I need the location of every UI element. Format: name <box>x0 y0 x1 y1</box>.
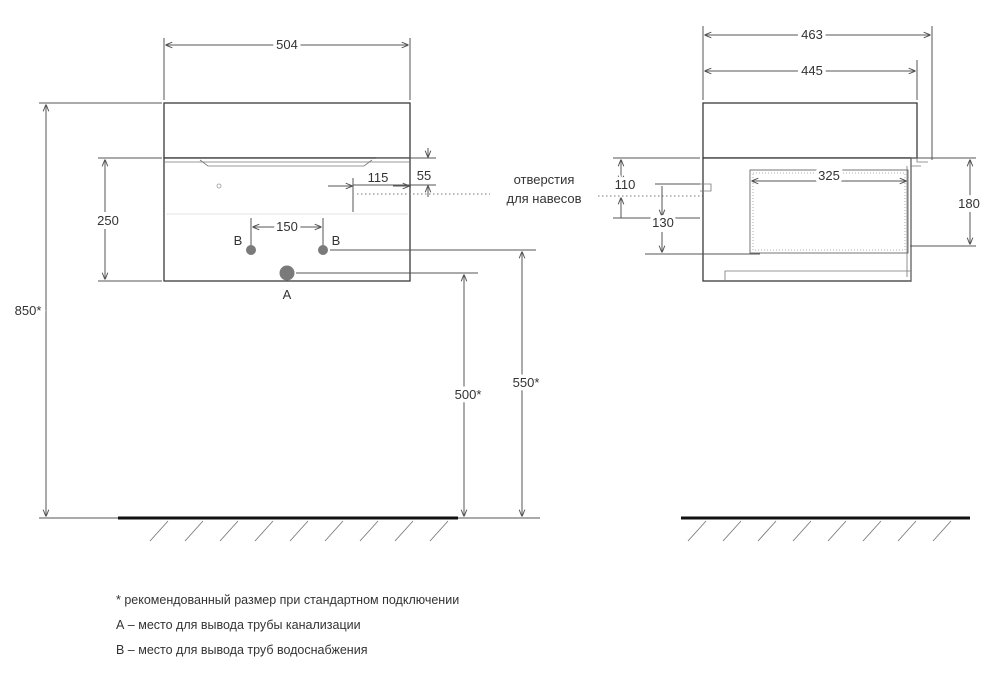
label-b-left: B <box>234 233 243 248</box>
hole-offset-x-dimension: 115 <box>368 170 389 185</box>
front-view: 504 850* 250 55 115 150 B B A <box>11 34 543 542</box>
dim-325: 325 <box>818 168 840 183</box>
pipe-spacing-dimension: 150 <box>276 219 298 234</box>
width-dimension: 504 <box>276 37 298 52</box>
front-drawer-body <box>163 157 411 282</box>
front-countertop <box>163 102 411 159</box>
drawer-height-dimension: 250 <box>97 213 119 228</box>
pipe-a <box>279 265 295 281</box>
side-body <box>702 157 912 282</box>
dim-180: 180 <box>958 196 980 211</box>
label-b-right: B <box>332 233 341 248</box>
holes-label-line1: отверстия <box>514 172 575 187</box>
height-500-dimension: 500* <box>455 387 482 402</box>
depth-body-dimension: 445 <box>801 63 823 78</box>
label-a: A <box>283 287 292 302</box>
side-inner-drawer <box>749 169 909 254</box>
pipe-b-right <box>318 245 328 255</box>
hole-offset-y-dimension: 55 <box>417 168 431 183</box>
front-handle-groove <box>199 159 373 167</box>
height-550-dimension: 550* <box>513 375 540 390</box>
note-a: А – место для вывода трубы канализации <box>116 618 361 632</box>
front-floor-hatching <box>149 520 449 542</box>
note-b: В – место для вывода труб водоснабжения <box>116 643 368 657</box>
side-countertop <box>702 102 918 159</box>
depth-total-dimension: 463 <box>801 27 823 42</box>
total-height-dimension: 850* <box>15 303 42 318</box>
side-view: 463 445 110 130 325 180 <box>612 24 984 542</box>
pipe-b-left <box>246 245 256 255</box>
front-small-hole <box>216 183 222 189</box>
dim-130: 130 <box>652 215 674 230</box>
side-floor-hatching <box>687 520 952 542</box>
legend-notes: * рекомендованный размер при стандартном… <box>116 588 459 663</box>
dim-110: 110 <box>615 177 636 192</box>
note-recommended: * рекомендованный размер при стандартном… <box>116 593 460 607</box>
holes-label-line2: для навесов <box>506 191 581 206</box>
